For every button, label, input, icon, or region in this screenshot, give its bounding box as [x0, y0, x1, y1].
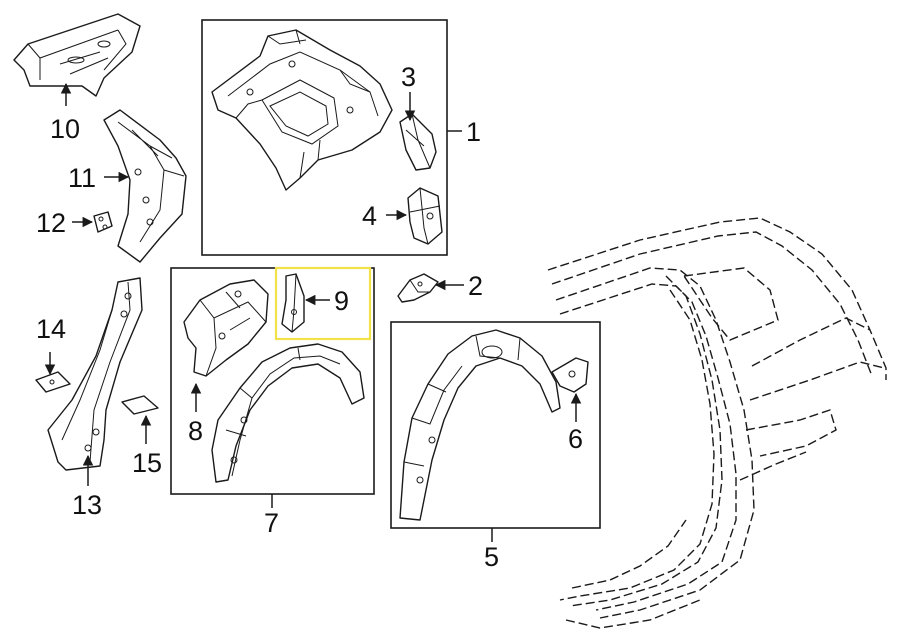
part-2-drawing [397, 273, 439, 303]
callout-12: 12 [36, 208, 66, 238]
callout-15: 15 [132, 448, 162, 478]
group-box-5 [390, 321, 601, 529]
callout-7: 7 [264, 508, 279, 538]
callout-10: 10 [50, 114, 80, 144]
part-12-drawing [93, 211, 113, 233]
callout-1: 1 [466, 117, 481, 147]
part-10-drawing [13, 13, 141, 97]
callout-2: 2 [468, 271, 483, 301]
callout-14: 14 [36, 314, 66, 344]
part-13-drawing [47, 277, 143, 471]
leader-lines [44, 82, 582, 542]
callout-3: 3 [401, 62, 416, 92]
part-1-drawing [211, 29, 393, 191]
part-6-drawing [551, 357, 589, 393]
part-3-drawing [399, 113, 437, 171]
callout-9: 9 [334, 286, 349, 316]
part-11-drawing [103, 109, 187, 263]
part-9-drawing [281, 273, 305, 333]
part-8-drawing [183, 279, 269, 377]
quarter-panel-dashed [547, 217, 887, 629]
callout-5: 5 [484, 542, 499, 572]
callout-13: 13 [72, 490, 102, 520]
highlight-box-9 [274, 266, 372, 341]
part-4-drawing [407, 187, 443, 245]
part-14-drawing [35, 371, 71, 393]
callout-6: 6 [568, 424, 583, 454]
callout-11: 11 [68, 163, 96, 193]
callout-8: 8 [188, 416, 203, 446]
part-7-drawing [211, 343, 365, 483]
group-box-1 [201, 19, 448, 256]
part-15-drawing [121, 395, 159, 415]
part-5-drawing [399, 329, 561, 521]
callout-4: 4 [362, 201, 377, 231]
